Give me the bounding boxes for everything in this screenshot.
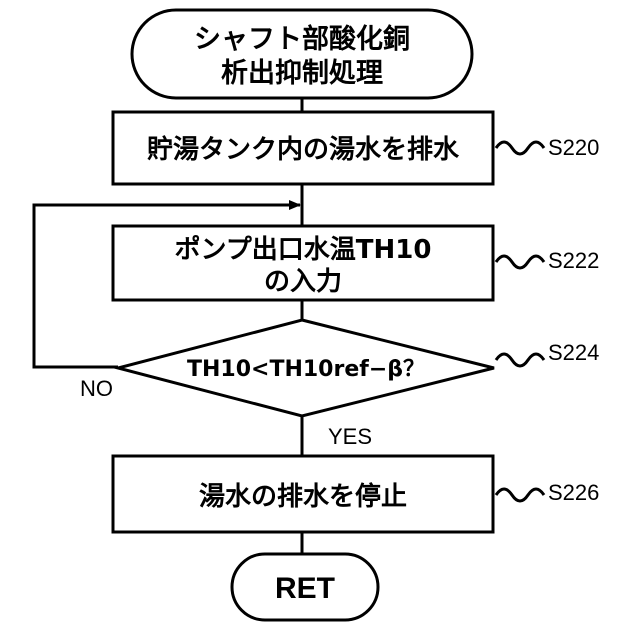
- process-text-s222-line2: の入力: [264, 267, 342, 297]
- start-title-line1: シャフト部酸化銅: [194, 23, 410, 55]
- branch-label-no: NO: [80, 376, 113, 401]
- end-text: RET: [275, 572, 335, 605]
- branch-label-yes: YES: [328, 424, 372, 449]
- process-text-s222-line1: ポンプ出口水温TH10: [175, 234, 432, 265]
- step-label-s222: S222: [548, 248, 599, 273]
- step-tilde-s224: [496, 354, 544, 366]
- process-text-s226: 湯水の排水を停止: [199, 481, 407, 512]
- step-label-s220: S220: [548, 135, 599, 160]
- start-title-line2: 析出抑制処理: [221, 57, 383, 89]
- step-tilde-s220: [496, 142, 544, 154]
- step-tilde-s222: [496, 256, 544, 268]
- process-text-s220: 貯湯タンク内の湯水を排水: [147, 134, 460, 165]
- decision-text-s224: TH10<TH10ref−β？: [187, 357, 425, 382]
- step-label-s226: S226: [548, 480, 599, 505]
- step-label-s224: S224: [548, 340, 599, 365]
- step-tilde-s226: [496, 489, 544, 501]
